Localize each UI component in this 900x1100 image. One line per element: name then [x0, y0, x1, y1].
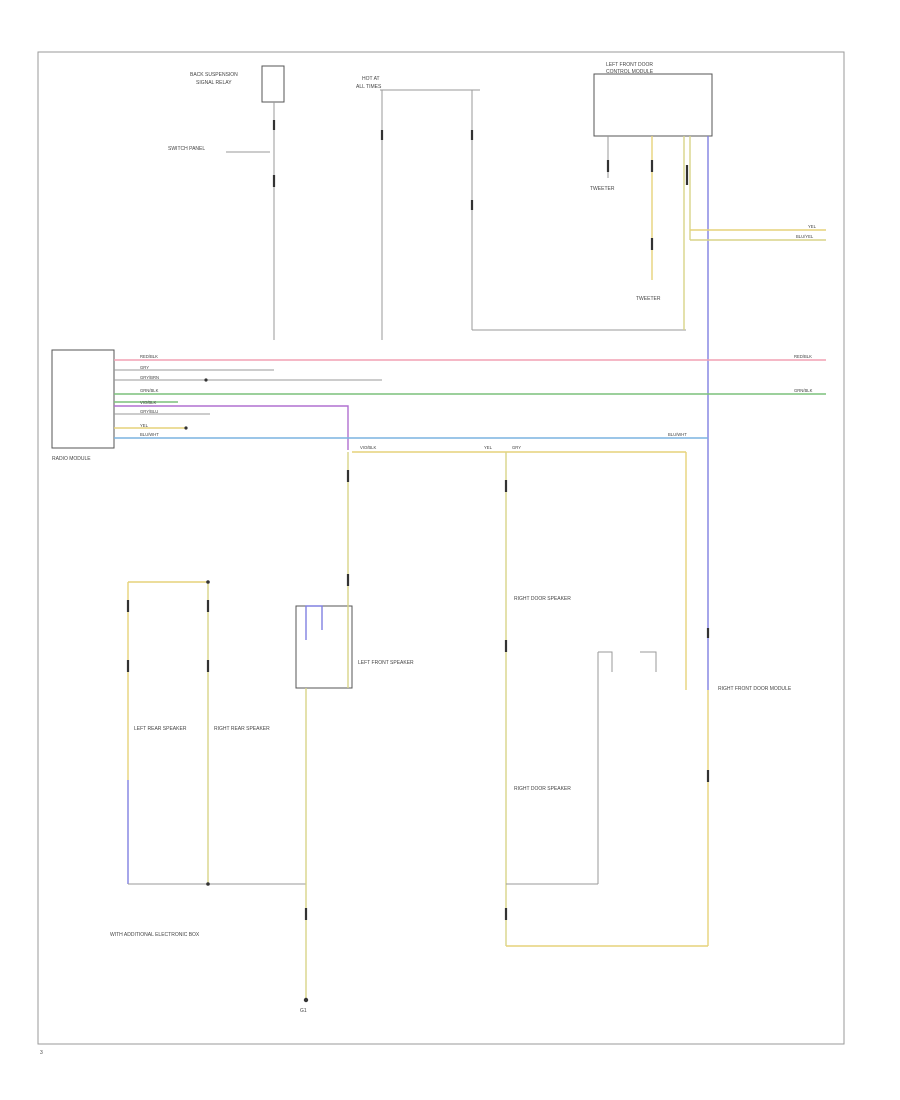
lr-splice-bottom: [206, 882, 210, 886]
tweeter-run-label-2: BLU/YEL: [796, 234, 814, 239]
rf-door-module-label: RIGHT FRONT DOOR MODULE: [718, 686, 792, 692]
amp-label: TWEETER: [636, 296, 661, 302]
r-door-speaker-label: RIGHT DOOR SPEAKER: [514, 596, 571, 602]
footnote: WITH ADDITIONAL ELECTRONIC BOX: [110, 932, 200, 938]
door-module-label-2: CONTROL MODULE: [606, 69, 654, 75]
door-module-label-1: LEFT FRONT DOOR: [606, 62, 653, 68]
lf-speaker-label: LEFT FRONT SPEAKER: [358, 660, 414, 666]
diagram-frame: [37, 51, 845, 1045]
splice-1: [184, 426, 188, 430]
wire-label-3: GRY/BRN: [140, 375, 159, 380]
r-door-speaker-label-2: RIGHT DOOR SPEAKER: [514, 786, 571, 792]
lr-splice-top: [206, 580, 210, 584]
right-label-2: GRN/BLK: [794, 388, 813, 393]
door-control-module-box: [593, 73, 713, 137]
wire-label-1: RED/BLK: [140, 354, 158, 359]
right-label-3: BLU/WHT: [668, 432, 687, 437]
hot-label-2: ALL TIMES: [356, 84, 382, 90]
wire-label-6: GRY/BLU: [140, 409, 158, 414]
relay-label-1: BACK SUSPENSION: [190, 72, 238, 78]
mid-label-2: YEL: [484, 445, 493, 450]
relay-side-label: SWITCH PANEL: [168, 146, 205, 152]
rr-speaker-label: RIGHT REAR SPEAKER: [214, 726, 270, 732]
wire-label-7: YEL: [140, 423, 149, 428]
rf-module-wire-1: [598, 651, 613, 672]
ground-point: [303, 997, 309, 1003]
wire-label-4: GRN/BLK: [140, 388, 159, 393]
tweeter-run-label-1: YEL: [808, 224, 817, 229]
wire-violet: [114, 405, 349, 450]
radio-module-box: [51, 349, 115, 449]
tweeter-left-label: TWEETER: [590, 186, 615, 192]
relay-box: [261, 65, 285, 103]
lr-speaker-label: LEFT REAR SPEAKER: [134, 726, 187, 732]
wire-label-5: VIO/BLK: [140, 400, 156, 405]
wire-label-8: BLU/WHT: [140, 432, 159, 437]
lf-speaker-blue: [305, 605, 323, 640]
right-label-1: RED/BLK: [794, 354, 812, 359]
splice-2: [204, 378, 208, 382]
lf-speaker-box: [295, 605, 353, 689]
ground-label: G1: [300, 1008, 307, 1014]
wire-label-2: GRY: [140, 365, 149, 370]
relay-label-2: SIGNAL RELAY: [196, 80, 232, 86]
radio-module-label: RADIO MODULE: [52, 456, 91, 462]
hot-label-1: HOT AT: [362, 76, 380, 82]
page-number: 3: [40, 1050, 43, 1056]
mid-label-1: VIO/BLK: [360, 445, 376, 450]
rf-module-wire-2: [640, 651, 657, 672]
mid-label-3: GRY: [512, 445, 521, 450]
